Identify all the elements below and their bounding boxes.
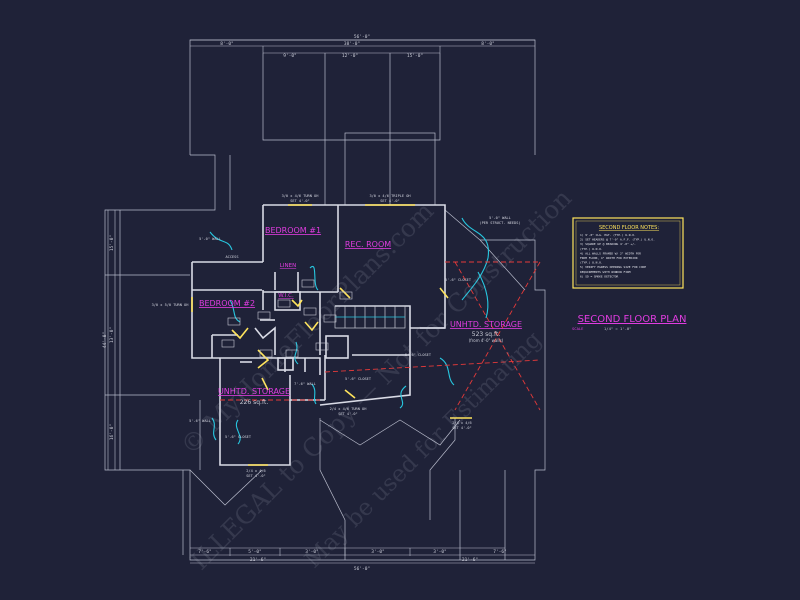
dim-bottom-g: 3'-0" <box>433 549 447 555</box>
note-closet-mid: 5'-6" CLOSET <box>405 353 432 357</box>
note-window-top-left: 3/0 x 4/6 TURN OH <box>282 194 319 198</box>
note-access: ACCESS <box>226 255 239 259</box>
note-wall-mid: 7'-6" WALL <box>294 382 316 386</box>
dim-left-c: 16'-0" <box>109 424 115 440</box>
note-window-bottom: 2/4 x 4/6 TURN OH <box>330 407 367 411</box>
notes-item: 5) VERIFY EGRESS OPENING SIZE FOR CODE <box>580 265 646 269</box>
dimension-lines <box>107 39 535 564</box>
room-bedroom-1: BEDROOM #1 <box>265 226 321 235</box>
room-wic: W.I.C. <box>278 293 294 299</box>
room-storage-left: UNHTD. STORAGE <box>218 387 290 396</box>
stair <box>334 305 406 329</box>
notes-inner-frame <box>575 220 681 286</box>
notes-heading: SECOND FLOOR NOTES: <box>599 225 659 231</box>
dim-bottom-e: 3'-0" <box>305 549 319 555</box>
room-linen: LINEN <box>280 263 296 269</box>
note-window-top-right: 3/0 x 4/6 TRIPLE OH <box>369 194 410 198</box>
notes-item: 1) 9'-0" CLG. HGT. (TYP.) U.N.O. <box>580 233 636 237</box>
notes-frame <box>572 217 684 289</box>
plan-title-text: SECOND FLOOR PLAN <box>578 314 687 325</box>
dim-top-right: 8'-0" <box>481 41 495 47</box>
dim-top-total: 56'-0" <box>354 34 370 40</box>
dim-bottom-c: 7'-6" <box>198 549 212 555</box>
dim-bottom-f: 3'-0" <box>371 549 385 555</box>
notes-box: SECOND FLOOR NOTES: 1) 9'-0" CLG. HGT. (… <box>572 217 684 289</box>
notes-item: (TYP.) U.N.O. <box>580 247 603 251</box>
notes-item: 2) SET HEADERS @ 7'-0" A.F.F. (TYP.) U.N… <box>580 238 655 242</box>
note-window-bottom-sub: SET 4'-0" <box>338 412 357 416</box>
room-storage-right: UNHTD. STORAGE <box>450 320 522 329</box>
room-areas: 523 sq.ft. (from 4'-0" walls) 226 sq.ft. <box>240 331 504 406</box>
room-rec-room: REC. ROOM <box>345 240 391 249</box>
scale-label: SCALE <box>572 326 584 331</box>
note-closet-bottom-left: 5'-6" CLOSET <box>225 435 252 439</box>
slope-indicators <box>209 217 489 445</box>
dim-row2-c: 15'-0" <box>407 53 423 59</box>
notes-item: 4) ALL WALLS FRAMED W/ 2" WIDTH FOR <box>580 251 641 255</box>
note-closet-right: 5'-6" CLOSET <box>445 278 472 282</box>
dim-top-mid: 38'-0" <box>344 41 360 47</box>
note-window-right-sub: SET 4'-0" <box>452 426 471 430</box>
note-window-left: 3/0 x 5/0 TURN OH <box>152 303 189 307</box>
notes-item: FROM FLOOR, 4" WIDTH FOR EXTERIOR <box>580 256 638 260</box>
scale-value: 1/4" = 1'-0" <box>604 326 631 331</box>
note-closet-low: 5'-6" CLOSET <box>345 377 372 381</box>
room-bedroom-2: BEDROOM #2 <box>199 299 255 308</box>
notes-item: 6) SD = SMOKE DETECTOR <box>580 274 619 278</box>
storage-right-area: 523 sq.ft. <box>472 331 501 338</box>
storage-right-note: (from 4'-0" walls) <box>469 338 504 343</box>
dim-left-total: 44'-0" <box>102 332 108 348</box>
dim-bottom-total: 56'-0" <box>354 566 370 572</box>
note-window-right: 2/4 x 4/6 <box>452 421 471 425</box>
ridge-lines <box>220 261 541 411</box>
note-wall-right-top-sub: (PER STRUCT. NEEDS) <box>479 221 520 225</box>
note-wall-left-low: 5'-6" WALL <box>189 419 211 423</box>
annotations: 3/0 x 4/6 TURN OH SET 4'-0" 3/0 x 4/6 TR… <box>152 194 521 478</box>
opening-markers <box>191 204 472 466</box>
notes-item: REQUIREMENTS WITH WINDOW FIRM <box>580 270 631 274</box>
note-wall-right-top: 5'-0" WALL <box>489 216 511 220</box>
dim-bottom-d: 5'-0" <box>248 549 262 555</box>
note-window-bottom-left: 2/4 x 4/6 <box>246 469 265 473</box>
plan-title: SECOND FLOOR PLAN SCALE 1/4" = 1'-0" <box>572 314 686 331</box>
notes-item: 3) SQUARE UP @ BEARING 4'-0" +/- <box>580 242 636 246</box>
note-window-top-left-sub: SET 4'-0" <box>290 199 309 203</box>
notes-list: 1) 9'-0" CLG. HGT. (TYP.) U.N.O.2) SET H… <box>580 233 655 278</box>
dim-bottom-h: 7'-6" <box>493 549 507 555</box>
dim-top-left: 8'-0" <box>220 41 234 47</box>
dim-bottom-a: 21'-6" <box>250 557 266 563</box>
dim-left-a: 15'-0" <box>109 235 115 251</box>
dimension-labels: 56'-0" 8'-0" 38'-0" 8'-0" 9'-0" 12'-0" 1… <box>102 34 507 572</box>
note-window-bottom-left-sub: SET 4'-0" <box>246 474 265 478</box>
room-labels: BEDROOM #1 REC. ROOM BEDROOM #2 LINEN W.… <box>199 226 522 396</box>
dim-left-b: 13'-0" <box>109 327 115 343</box>
note-wall-left-top: 5'-0" WALL <box>199 237 221 241</box>
notes-item: (TYP.) U.N.O. <box>580 261 603 265</box>
walls <box>191 204 446 466</box>
storage-left-area: 226 sq.ft. <box>240 399 269 406</box>
dim-bottom-b: 21'-6" <box>462 557 478 563</box>
note-window-top-right-sub: SET 4'-0" <box>380 199 399 203</box>
door-tags <box>221 279 353 358</box>
dim-row2-a: 9'-0" <box>283 53 297 59</box>
dim-row2-b: 12'-0" <box>342 53 358 59</box>
